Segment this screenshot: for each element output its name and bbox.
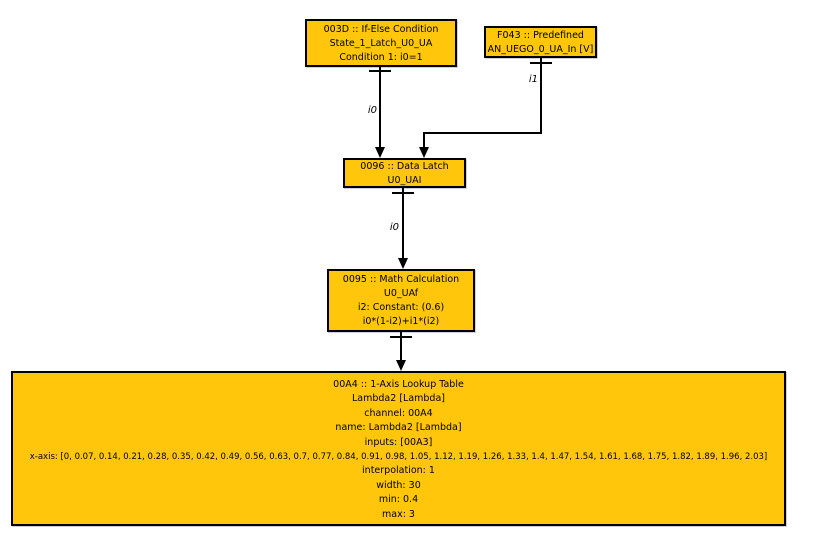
edge-label-i0-top: i0: [367, 105, 377, 116]
node-interpolation: interpolation: 1: [362, 465, 435, 477]
node-detail: Condition 1: i0=1: [339, 52, 423, 63]
node-x-axis: x-axis: [0, 0.07, 0.14, 0.21, 0.28, 0.35…: [29, 452, 768, 463]
node-width: width: 30: [376, 479, 421, 491]
arrowhead-into-latch-left: [375, 147, 385, 158]
node-math-calculation[interactable]: 0095 :: Math Calculation U0_UAf i2: Cons…: [327, 269, 475, 332]
node-subtitle: Lambda2 [Lambda]: [352, 393, 445, 405]
edge-label-i1: i1: [528, 74, 538, 85]
node-predefined[interactable]: F043 :: Predefined AN_UEGO_0_UA_In [V]: [484, 26, 597, 58]
edge-predefined-vertical: [540, 58, 542, 134]
node-formula: i0*(1-i2)+i1*(i2): [362, 316, 440, 327]
node-data-latch[interactable]: 0096 :: Data Latch U0_UAI: [343, 158, 466, 188]
arrowhead-into-latch-right: [419, 147, 429, 158]
node-subtitle: State_1_Latch_U0_UA: [329, 38, 433, 49]
node-if-else-condition[interactable]: 003D :: If-Else Condition State_1_Latch_…: [305, 19, 457, 67]
arrowhead-into-lookup: [396, 360, 406, 371]
edge-predefined-horizontal: [423, 132, 542, 134]
node-inputs: inputs: [00A3]: [364, 436, 433, 448]
edge-predefined-drop: [423, 132, 425, 147]
edge-math-to-lookup: [400, 332, 402, 360]
node-title: F043 :: Predefined: [497, 30, 584, 41]
arrowhead-into-math: [398, 258, 408, 269]
node-name: name: Lambda2 [Lambda]: [335, 422, 462, 434]
node-max: max: 3: [382, 508, 415, 520]
node-constant: i2: Constant: (0.6): [357, 302, 445, 313]
node-title: 00A4 :: 1-Axis Lookup Table: [333, 379, 464, 390]
node-min: min: 0.4: [378, 494, 419, 506]
edge-if-else-to-latch: [379, 67, 381, 147]
edge-label-i0-mid: i0: [389, 222, 399, 233]
node-title: 0096 :: Data Latch: [360, 161, 449, 172]
node-title: 0095 :: Math Calculation: [342, 274, 460, 285]
node-subtitle: U0_UAf: [383, 288, 419, 299]
node-title: 003D :: If-Else Condition: [323, 24, 439, 35]
node-subtitle: U0_UAI: [387, 175, 422, 186]
node-subtitle: AN_UEGO_0_UA_In [V]: [487, 44, 594, 55]
node-lookup-table[interactable]: 00A4 :: 1-Axis Lookup Table Lambda2 [Lam…: [11, 371, 786, 526]
node-channel: channel: 00A4: [364, 407, 433, 419]
edge-latch-to-math: [402, 188, 404, 258]
